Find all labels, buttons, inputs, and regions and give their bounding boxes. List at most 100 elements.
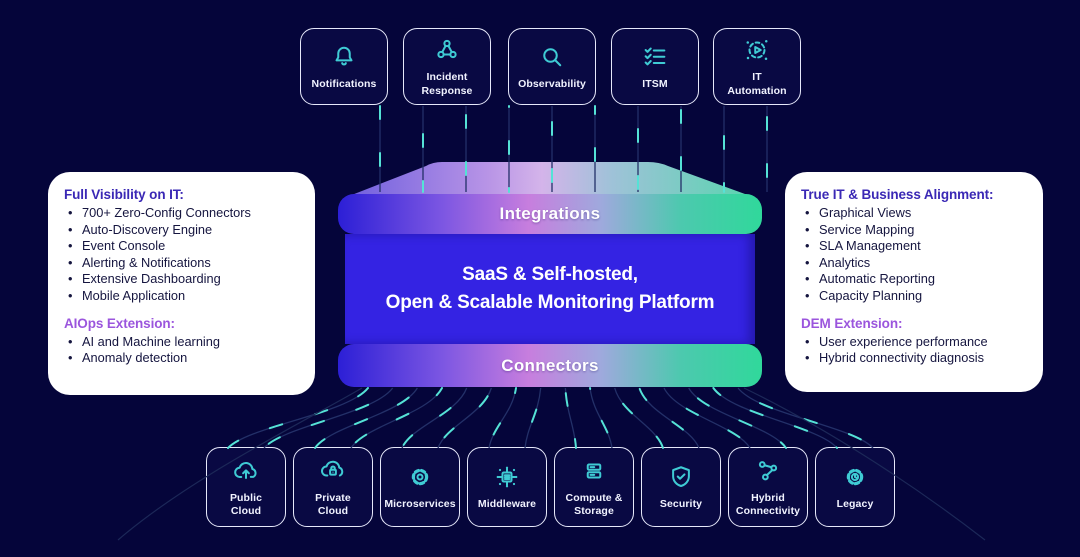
platform: Integrations SaaS & Self-hosted, Open & … — [338, 160, 762, 387]
right-card-sublist: User experience performanceHybrid connec… — [801, 334, 1027, 367]
list-item: Graphical Views — [801, 205, 1027, 222]
servers-icon — [579, 456, 609, 486]
bottom-box-label: Microservices — [384, 498, 456, 511]
connector-line — [687, 387, 787, 449]
connector-line — [614, 387, 664, 449]
connector-line — [437, 387, 493, 449]
bottom-box-compute-storage: Compute & Storage — [554, 447, 634, 527]
chip-icon — [492, 462, 522, 492]
connector-line — [314, 387, 418, 449]
left-card-sublist: AI and Machine learningAnomaly detection — [64, 334, 299, 367]
bottom-box-public-cloud: Public Cloud — [206, 447, 286, 527]
right-card-title: True IT & Business Alignment: — [801, 187, 994, 202]
bottom-box-label: Private Cloud — [315, 491, 351, 517]
connector-line — [663, 387, 751, 449]
connector-line — [314, 387, 419, 449]
connector-line — [564, 387, 577, 449]
top-box-label: Observability — [518, 77, 586, 90]
top-box-it-automation: IT Automation — [713, 28, 801, 105]
bottom-box-middleware: Middleware — [467, 447, 547, 527]
bottom-box-microservices: Microservices — [380, 447, 460, 527]
list-item: Capacity Planning — [801, 288, 1027, 305]
platform-title-line2: Open & Scalable Monitoring Platform — [385, 292, 715, 313]
list-item: SLA Management — [801, 238, 1027, 255]
connector-line — [437, 387, 492, 449]
list-item: Mobile Application — [64, 288, 299, 305]
cloud-upload-icon — [231, 456, 261, 486]
list-item: Hybrid connectivity diagnosis — [801, 350, 1027, 367]
top-box-observability: Observability — [508, 28, 596, 105]
bottom-box-label: Legacy — [836, 498, 874, 511]
automation-play-icon — [742, 35, 772, 65]
connector-line — [263, 387, 394, 449]
connector-line — [227, 387, 369, 449]
bottom-box-label: Compute & Storage — [565, 491, 623, 517]
connector-line — [589, 387, 613, 449]
left-feature-card: Full Visibility on IT: 700+ Zero-Config … — [48, 172, 315, 395]
left-card-list: 700+ Zero-Config ConnectorsAuto-Discover… — [64, 205, 299, 305]
cloud-lock-icon — [318, 456, 348, 486]
left-card-title: Full Visibility on IT: — [64, 187, 184, 202]
network-nodes-icon — [432, 35, 462, 65]
right-feature-card: True IT & Business Alignment: Graphical … — [785, 172, 1043, 392]
list-item: Automatic Reporting — [801, 271, 1027, 288]
connector-line — [737, 387, 874, 449]
connector-line — [688, 387, 787, 449]
connector-line — [663, 387, 751, 449]
right-card-list: Graphical ViewsService MappingSLA Manage… — [801, 205, 1027, 305]
shield-check-icon — [666, 462, 696, 492]
list-item: Service Mapping — [801, 222, 1027, 239]
platform-top-face — [344, 162, 756, 198]
bottom-box-label: Hybrid Connectivity — [735, 491, 801, 517]
integrations-band: Integrations — [338, 194, 762, 234]
gear-icon — [405, 462, 435, 492]
bell-icon — [329, 42, 359, 72]
list-item: 700+ Zero-Config Connectors — [64, 205, 299, 222]
bottom-box-security: Security — [641, 447, 721, 527]
connector-line — [712, 387, 838, 449]
list-item: Auto-Discovery Engine — [64, 222, 299, 239]
connector-line — [263, 387, 394, 449]
connector-line — [638, 387, 700, 449]
top-box-notifications: Notifications — [300, 28, 388, 105]
top-box-itsm: ITSM — [611, 28, 699, 105]
left-card-subtitle: AIOps Extension: — [64, 315, 175, 331]
bottom-box-label: Security — [659, 498, 703, 511]
list-item: User experience performance — [801, 334, 1027, 351]
connectors-label: Connectors — [501, 355, 599, 375]
right-card-subtitle: DEM Extension: — [801, 315, 903, 331]
connector-line — [227, 387, 369, 449]
connector-line — [524, 387, 542, 449]
integrations-label: Integrations — [499, 204, 601, 223]
connector-line — [488, 387, 518, 449]
connector-line — [401, 387, 468, 449]
top-box-incident-response: Incident Response — [403, 28, 491, 105]
connector-line — [737, 387, 874, 449]
platform-body: SaaS & Self-hosted, Open & Scalable Moni… — [345, 234, 755, 344]
list-item: Event Console — [64, 238, 299, 255]
linked-nodes-icon — [753, 456, 783, 486]
connector-line — [589, 387, 613, 449]
top-box-label: IT Automation — [727, 71, 787, 97]
connector-line — [350, 387, 443, 449]
list-item: AI and Machine learning — [64, 334, 299, 351]
connector-line — [524, 387, 542, 449]
search-icon — [537, 42, 567, 72]
gear-clock-icon — [840, 462, 870, 492]
connectors-band: Connectors — [338, 344, 762, 387]
connector-line — [613, 387, 664, 449]
bottom-box-label: Middleware — [477, 498, 537, 511]
bottom-box-legacy: Legacy — [815, 447, 895, 527]
top-box-label: Incident Response — [421, 71, 473, 97]
top-box-label: ITSM — [642, 77, 668, 90]
connector-line — [638, 387, 700, 449]
connector-line — [712, 387, 838, 449]
bottom-box-hybrid-connectivity: Hybrid Connectivity — [728, 447, 808, 527]
top-box-label: Notifications — [311, 77, 377, 90]
list-item: Analytics — [801, 255, 1027, 272]
bottom-box-private-cloud: Private Cloud — [293, 447, 373, 527]
connector-line — [401, 387, 468, 449]
list-item: Anomaly detection — [64, 350, 299, 367]
connector-line — [564, 387, 577, 449]
